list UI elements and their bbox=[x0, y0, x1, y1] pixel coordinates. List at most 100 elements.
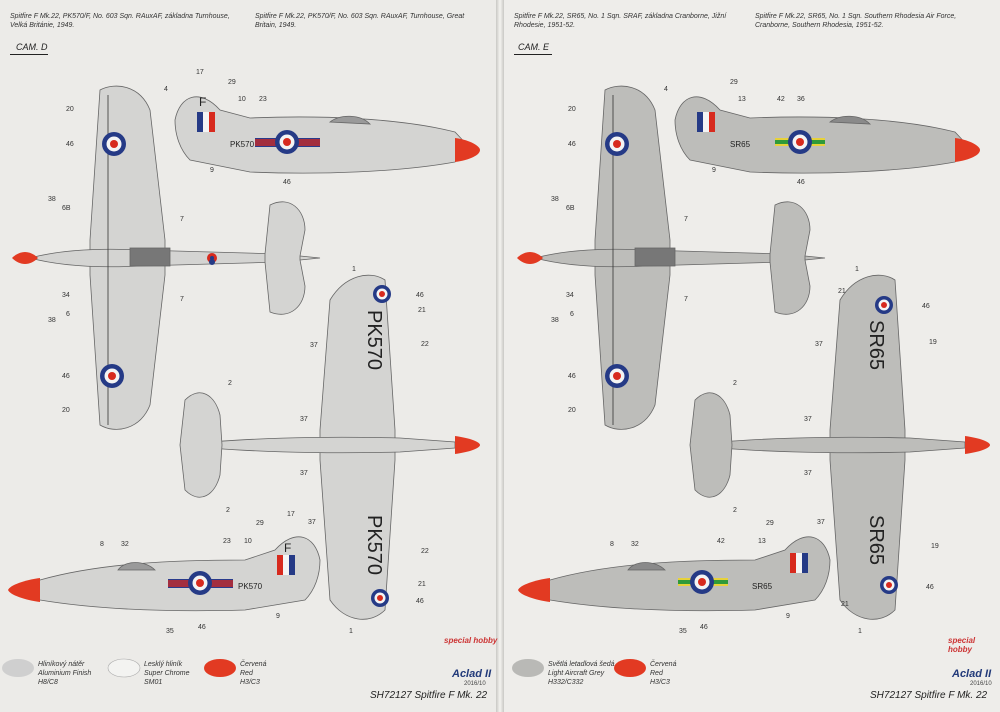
left-swatch-red bbox=[204, 659, 236, 677]
right-logo-aclad: Aclad II bbox=[952, 668, 992, 680]
svg-text:10: 10 bbox=[238, 96, 246, 103]
svg-text:34: 34 bbox=[62, 292, 70, 299]
svg-text:38: 38 bbox=[551, 317, 559, 324]
left-cam-label: CAM. D bbox=[16, 42, 48, 52]
svg-text:37: 37 bbox=[804, 416, 812, 423]
left-wing-serial-upper: PK570 bbox=[363, 310, 385, 370]
left-side-view-upper bbox=[174, 96, 471, 174]
svg-text:35: 35 bbox=[679, 628, 687, 635]
svg-text:20: 20 bbox=[62, 407, 70, 414]
svg-text:21: 21 bbox=[418, 581, 426, 588]
left-lower-serial: PK570 bbox=[238, 582, 263, 591]
svg-text:8: 8 bbox=[100, 541, 104, 548]
svg-text:46: 46 bbox=[700, 624, 708, 631]
svg-text:46: 46 bbox=[926, 584, 934, 591]
left-caption-cz: Spitfire F Mk.22, PK570/F, No. 603 Sqn. … bbox=[10, 13, 230, 29]
left-wing-serial-lower: PK570 bbox=[363, 515, 385, 575]
svg-text:1: 1 bbox=[352, 266, 356, 273]
svg-text:21: 21 bbox=[841, 601, 849, 608]
svg-text:37: 37 bbox=[817, 519, 825, 526]
left-top-plan-view bbox=[28, 85, 321, 430]
svg-text:7: 7 bbox=[180, 296, 184, 303]
svg-text:20: 20 bbox=[568, 106, 576, 113]
svg-text:7: 7 bbox=[684, 216, 688, 223]
svg-text:6: 6 bbox=[570, 311, 574, 318]
svg-text:21: 21 bbox=[838, 288, 846, 295]
left-side-view-lower bbox=[29, 536, 321, 612]
right-underside-view bbox=[689, 274, 966, 620]
left-swatch-chrome bbox=[107, 658, 141, 678]
svg-text:38: 38 bbox=[551, 196, 559, 203]
svg-text:6: 6 bbox=[66, 311, 70, 318]
right-swatch-red bbox=[614, 659, 646, 677]
left-upper-serial: PK570 bbox=[230, 140, 255, 149]
svg-text:13: 13 bbox=[738, 96, 746, 103]
left-date: 2016/10 bbox=[464, 681, 486, 687]
svg-text:7: 7 bbox=[684, 296, 688, 303]
svg-text:21: 21 bbox=[418, 307, 426, 314]
right-side-view-upper bbox=[674, 96, 971, 174]
svg-text:1: 1 bbox=[855, 266, 859, 273]
right-wing-serial-upper: SR65 bbox=[865, 320, 887, 370]
svg-text:2: 2 bbox=[228, 380, 232, 387]
svg-text:9: 9 bbox=[786, 613, 790, 620]
svg-text:46: 46 bbox=[66, 141, 74, 148]
right-footer: SH72127 Spitfire F Mk. 22 bbox=[870, 690, 988, 701]
svg-text:32: 32 bbox=[631, 541, 639, 548]
left-underside-view bbox=[179, 274, 456, 620]
svg-text:38: 38 bbox=[48, 317, 56, 324]
right-cam-label: CAM. E bbox=[518, 42, 550, 52]
svg-text:13: 13 bbox=[758, 538, 766, 545]
svg-text:29: 29 bbox=[730, 79, 738, 86]
right-side-view-lower bbox=[539, 536, 831, 612]
svg-text:4: 4 bbox=[664, 86, 668, 93]
left-cam-underline bbox=[10, 54, 48, 55]
left-footer: SH72127 Spitfire F Mk. 22 bbox=[370, 690, 488, 701]
page-fold bbox=[496, 0, 504, 712]
left-caption-en: Spitfire F Mk.22, PK570/F, No. 603 Sqn. … bbox=[255, 13, 465, 29]
left-lower-code: F bbox=[284, 541, 291, 555]
right-logo-special-hobby: special hobby bbox=[948, 636, 976, 654]
svg-text:37: 37 bbox=[300, 416, 308, 423]
svg-text:2: 2 bbox=[226, 507, 230, 514]
svg-text:46: 46 bbox=[797, 179, 805, 186]
left-logo-aclad: Aclad II bbox=[452, 668, 492, 680]
right-caption-en: Spitfire F Mk.22, SR65, No. 1 Sqn. South… bbox=[755, 13, 957, 29]
svg-text:22: 22 bbox=[421, 341, 429, 348]
svg-text:20: 20 bbox=[66, 106, 74, 113]
svg-text:46: 46 bbox=[62, 373, 70, 380]
svg-text:20: 20 bbox=[568, 407, 576, 414]
svg-text:2: 2 bbox=[733, 380, 737, 387]
svg-text:8: 8 bbox=[610, 541, 614, 548]
svg-text:29: 29 bbox=[766, 520, 774, 527]
svg-text:17: 17 bbox=[196, 69, 204, 76]
svg-text:1: 1 bbox=[858, 628, 862, 635]
svg-text:46: 46 bbox=[198, 624, 206, 631]
svg-text:23: 23 bbox=[259, 96, 267, 103]
svg-text:46: 46 bbox=[568, 141, 576, 148]
right-top-plan-view bbox=[533, 85, 826, 430]
svg-text:42: 42 bbox=[717, 538, 725, 545]
right-caption-cz: Spitfire F Mk.22, SR65, No. 1 Sqn. SRAF,… bbox=[514, 13, 727, 29]
left-upper-code: F bbox=[199, 95, 206, 109]
svg-text:22: 22 bbox=[421, 548, 429, 555]
svg-text:34: 34 bbox=[566, 292, 574, 299]
svg-text:36: 36 bbox=[797, 96, 805, 103]
right-cam-underline bbox=[514, 54, 552, 55]
svg-text:17: 17 bbox=[287, 511, 295, 518]
svg-text:35: 35 bbox=[166, 628, 174, 635]
svg-text:46: 46 bbox=[922, 303, 930, 310]
svg-text:38: 38 bbox=[48, 196, 56, 203]
svg-text:1: 1 bbox=[349, 628, 353, 635]
svg-text:46: 46 bbox=[416, 598, 424, 605]
svg-text:6B: 6B bbox=[566, 205, 575, 212]
right-lower-serial: SR65 bbox=[752, 582, 773, 591]
svg-text:6B: 6B bbox=[62, 205, 71, 212]
svg-text:23: 23 bbox=[223, 538, 231, 545]
